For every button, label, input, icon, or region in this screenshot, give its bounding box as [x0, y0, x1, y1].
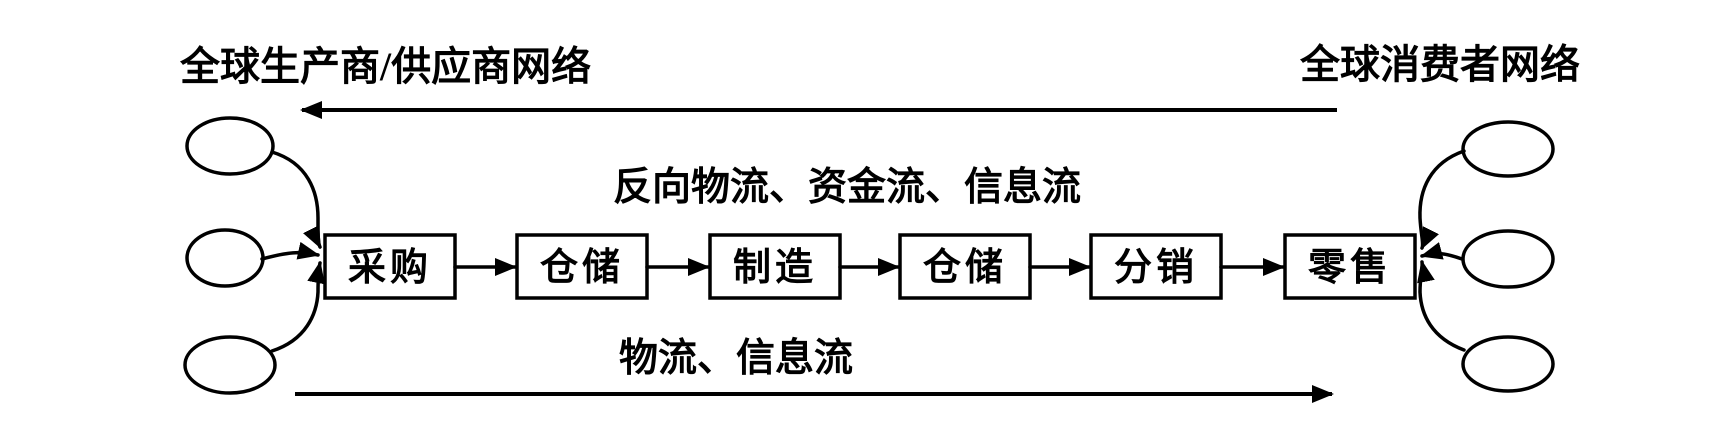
- forward-flow-label: 物流、信息流: [619, 337, 853, 380]
- supplier-node-3: [183, 335, 277, 395]
- supplier-node-2: [185, 228, 265, 288]
- warehousing-box-1: [515, 233, 649, 300]
- consumer-network-title: 全球消费者网络: [1299, 42, 1580, 87]
- consumer-link-3: [1417, 260, 1466, 352]
- retail-box-label: 零售: [1308, 247, 1392, 289]
- manufacturing-box-label: 制造: [733, 247, 817, 289]
- retail-box: [1283, 233, 1417, 300]
- consumer-node-1: [1461, 120, 1555, 178]
- supplier-link-1: [270, 150, 322, 249]
- consumer-link-1: [1418, 149, 1466, 250]
- procurement-box-label: 采购: [348, 247, 432, 289]
- distribution-box-label: 分销: [1114, 247, 1198, 289]
- warehousing-box-2-label: 仓储: [923, 247, 1007, 289]
- manufacturing-box: [708, 233, 842, 300]
- supplier-network-title: 全球生产商/供应商网络: [179, 44, 591, 89]
- warehousing-box-1-label: 仓储: [540, 247, 624, 289]
- reverse-flow-label: 反向物流、资金流、信息流: [613, 165, 1081, 209]
- consumer-node-3: [1461, 335, 1555, 393]
- consumer-node-2: [1461, 229, 1555, 289]
- supplier-link-2: [260, 241, 320, 261]
- supplier-link-3: [270, 261, 325, 353]
- consumer-link-2: [1420, 242, 1464, 261]
- supplier-node-1: [185, 116, 275, 176]
